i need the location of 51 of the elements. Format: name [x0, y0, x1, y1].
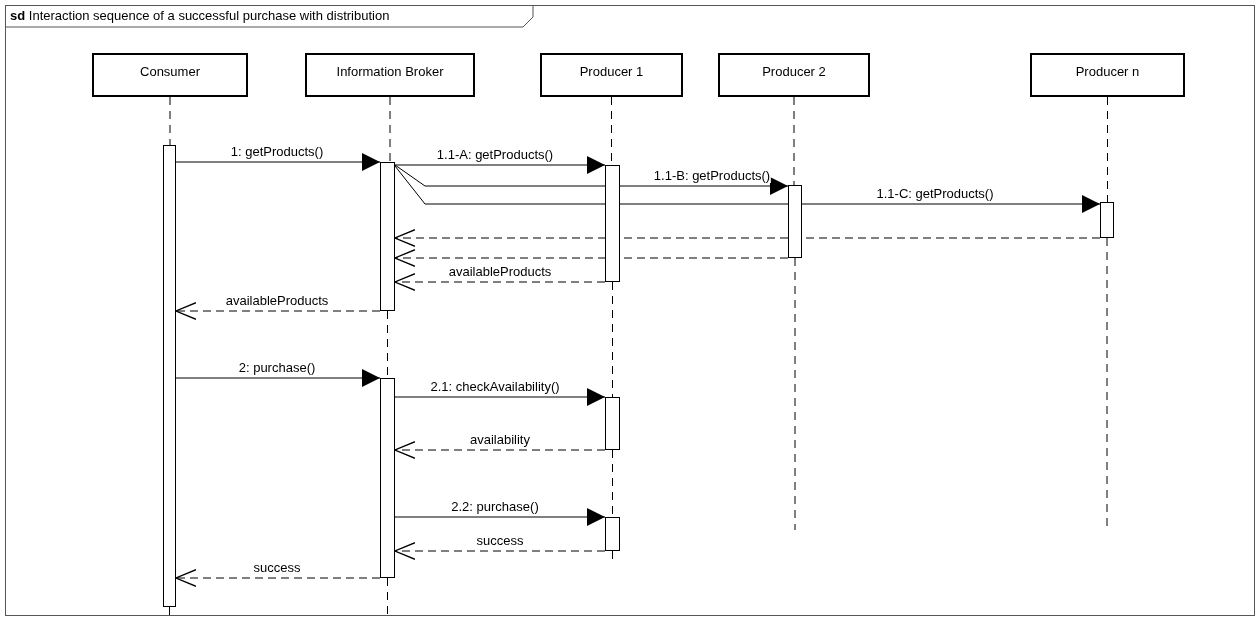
lifeline	[793, 96, 795, 186]
return-message-arrow	[175, 569, 381, 587]
message-label: 1: getProducts()	[229, 144, 325, 159]
frame-title: sd Interaction sequence of a successful purchase with distribution	[10, 8, 390, 24]
return-message-arrow	[394, 229, 1101, 247]
lifeline	[794, 257, 796, 531]
activation-bar	[788, 185, 802, 258]
activation-bar	[163, 145, 176, 607]
message-arrow	[394, 164, 789, 195]
return-message-arrow	[394, 441, 606, 459]
participant-name: Producer n	[1075, 64, 1140, 81]
return-message-arrow	[175, 302, 381, 320]
lifeline	[612, 281, 613, 398]
lifeline	[1107, 96, 1108, 203]
lifeline-head-box	[92, 53, 248, 97]
participant-name: Producer 1	[579, 64, 644, 81]
message-label: 2: purchase()	[237, 360, 317, 375]
message-label: availability	[469, 432, 531, 447]
return-message-arrow	[394, 249, 789, 267]
activation-bar	[380, 162, 395, 311]
message-label: 1.1-C: getProducts()	[875, 186, 995, 201]
message-label: 1.1-A: getProducts()	[435, 147, 555, 162]
activation-bar	[605, 165, 620, 282]
activation-bar	[605, 517, 620, 551]
participant-name: Information Broker	[336, 64, 444, 81]
activation-bar	[605, 397, 620, 450]
message-arrow	[394, 156, 606, 174]
lifeline-head-box	[1030, 53, 1185, 97]
activation-bar	[1100, 202, 1114, 238]
message-arrow	[175, 153, 381, 171]
lifeline-head-box	[540, 53, 683, 97]
participant-name: Consumer	[140, 64, 200, 81]
lifeline	[169, 96, 171, 146]
message-arrow	[394, 388, 606, 406]
message-label: availableProducts	[447, 264, 553, 279]
participant-name: Producer 2	[762, 64, 826, 81]
lifeline	[169, 606, 170, 616]
lifeline	[389, 96, 391, 163]
message-arrow	[394, 165, 1101, 213]
return-message-arrow	[394, 542, 606, 560]
message-label: availableProducts	[224, 293, 330, 308]
message-arrow	[175, 369, 381, 387]
activation-bar	[380, 378, 395, 578]
message-label: 2.2: purchase()	[450, 499, 540, 514]
lifeline-head-box	[305, 53, 475, 97]
message-arrow	[394, 508, 606, 526]
message-label: 2.1: checkAvailability()	[429, 379, 561, 394]
lifeline-head-box	[718, 53, 870, 97]
message-label: 1.1-B: getProducts()	[652, 168, 772, 183]
lifeline	[387, 577, 388, 616]
return-message-arrow	[394, 273, 606, 291]
